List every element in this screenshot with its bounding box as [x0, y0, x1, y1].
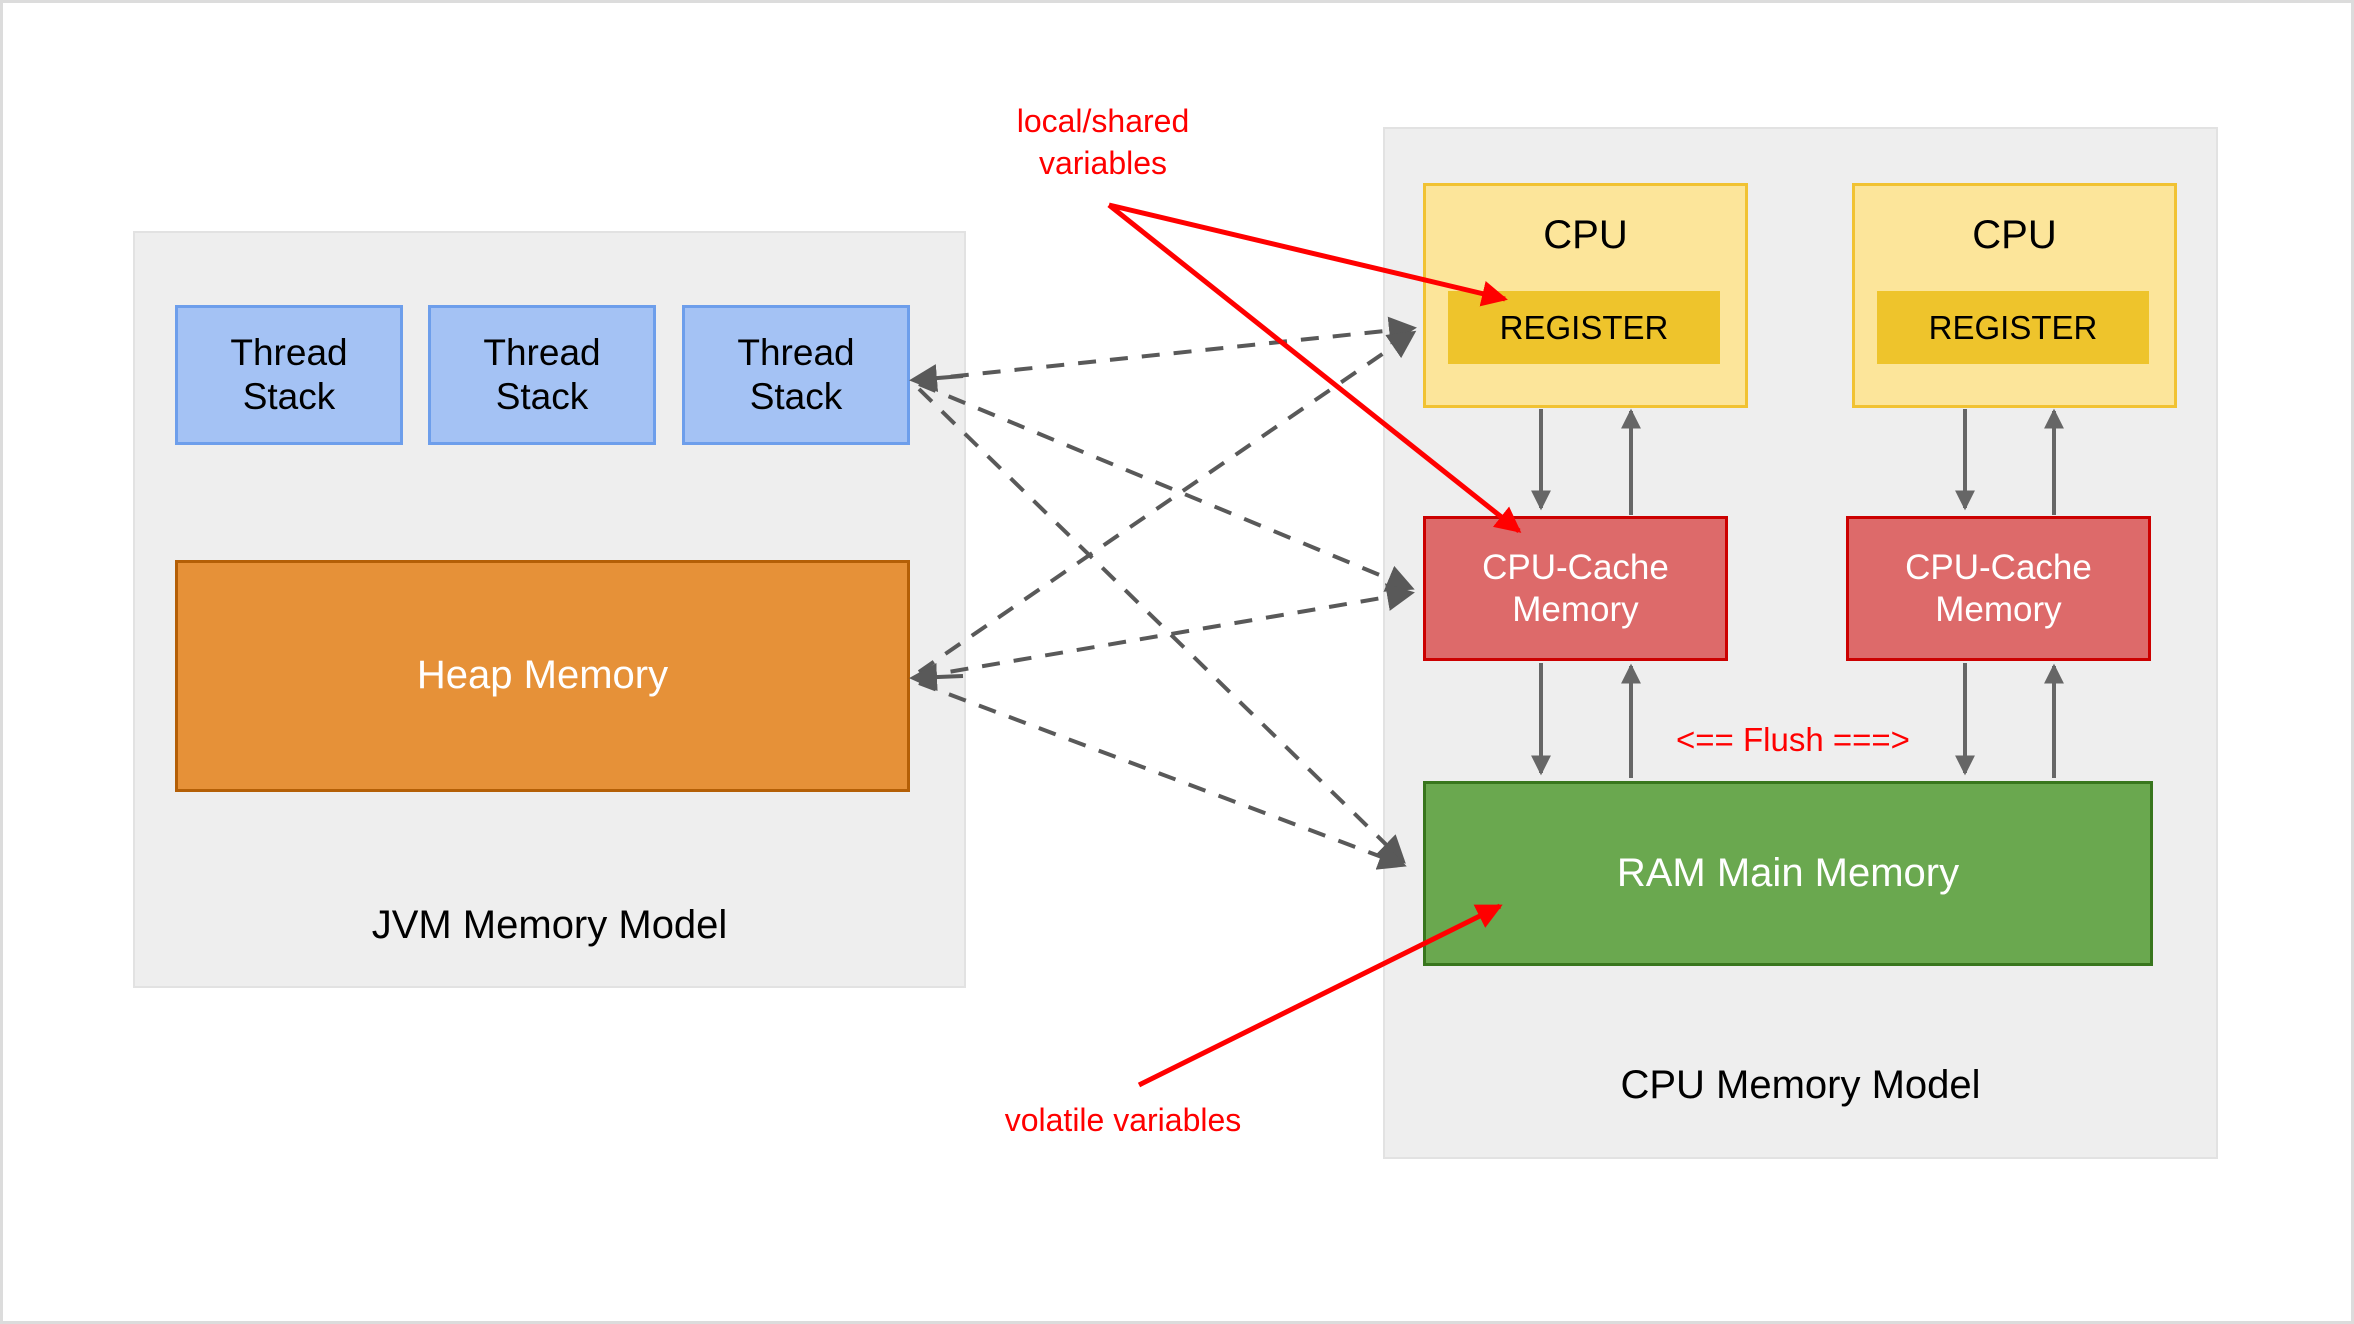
- local-shared-variables-annotation: local/shared variables: [1016, 103, 1190, 181]
- dashed-heap-to-ram: [918, 681, 1407, 870]
- register-box-2: REGISTER: [1877, 291, 2149, 364]
- dashed-threadstack-to-ram: [917, 387, 1406, 864]
- register-label-1: REGISTER: [1499, 308, 1669, 346]
- jvm-memory-model-title: JVM Memory Model: [371, 903, 728, 947]
- dashed-threadstack-to-register: [918, 316, 1417, 382]
- thread-stack-label-2: Thread Stack: [483, 332, 601, 417]
- dashed-heap-to-register: [917, 330, 1417, 674]
- dashed-threadstack-to-cache: [918, 382, 1415, 592]
- thread-stack-box-2: Thread Stack: [428, 305, 656, 445]
- thread-stack-box-1: Thread Stack: [175, 305, 403, 445]
- dashed-connector-group: [909, 316, 1417, 870]
- dashed-heap-to-cache: [918, 583, 1415, 679]
- ram-main-memory-label: RAM Main Memory: [1616, 850, 1960, 895]
- register-label-2: REGISTER: [1928, 308, 2098, 346]
- cpu-cache-box-2: CPU-Cache Memory: [1846, 516, 2151, 661]
- heap-memory-box: Heap Memory: [175, 560, 910, 792]
- cpu-cache-box-1: CPU-Cache Memory: [1423, 516, 1728, 661]
- thread-stack-label-1: Thread Stack: [230, 332, 348, 417]
- volatile-variables-annotation: volatile variables: [1004, 1102, 1242, 1138]
- thread-stack-label-3: Thread Stack: [737, 332, 855, 417]
- thread-stack-box-3: Thread Stack: [682, 305, 910, 445]
- cpu-label-2: CPU: [1972, 213, 2057, 257]
- cpu-cache-label-2: CPU-Cache Memory: [1905, 548, 2092, 629]
- cpu-memory-model-title: CPU Memory Model: [1620, 1063, 1981, 1107]
- register-box-1: REGISTER: [1448, 291, 1720, 364]
- flush-label: <== Flush ===>: [1676, 721, 1910, 758]
- ram-main-memory-box: RAM Main Memory: [1423, 781, 2153, 966]
- heap-memory-label: Heap Memory: [416, 653, 669, 698]
- cpu-label-1: CPU: [1543, 213, 1628, 257]
- cpu-cache-label-1: CPU-Cache Memory: [1482, 548, 1669, 629]
